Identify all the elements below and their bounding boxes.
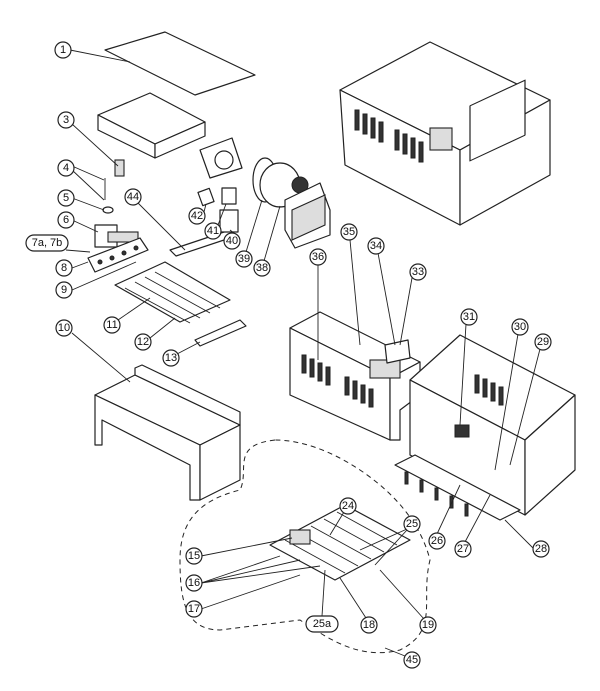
svg-text:13: 13 xyxy=(165,352,177,364)
assembled-heater-part xyxy=(339,41,551,226)
callout-39: 39 xyxy=(235,250,253,268)
callout-28: 28 xyxy=(532,540,550,558)
svg-text:36: 36 xyxy=(312,251,324,263)
svg-text:17: 17 xyxy=(188,603,200,615)
callout-4: 4 xyxy=(57,159,75,177)
svg-text:41: 41 xyxy=(207,225,219,237)
callout-31: 31 xyxy=(460,308,478,326)
callout-19: 19 xyxy=(419,616,437,634)
svg-text:6: 6 xyxy=(63,214,69,226)
callout-5: 5 xyxy=(57,189,75,207)
callout-16: 16 xyxy=(185,574,203,592)
svg-text:9: 9 xyxy=(61,284,67,296)
callout-41: 41 xyxy=(204,222,222,240)
callout-7a-7b: 7a, 7b xyxy=(25,234,69,252)
callout-30: 30 xyxy=(511,318,529,336)
gas-valve-parts xyxy=(87,159,149,273)
callout-25: 25 xyxy=(403,515,421,533)
callout-33: 33 xyxy=(409,263,427,281)
svg-text:44: 44 xyxy=(127,191,139,203)
svg-text:3: 3 xyxy=(63,114,69,126)
callout-9: 9 xyxy=(55,281,73,299)
cabinet-part xyxy=(394,334,576,521)
svg-text:16: 16 xyxy=(188,577,200,589)
callout-3: 3 xyxy=(57,111,75,129)
svg-text:24: 24 xyxy=(342,500,354,512)
callout-10: 10 xyxy=(55,319,73,337)
flue-collector-part xyxy=(97,92,243,179)
callout-45: 45 xyxy=(403,651,421,669)
callout-8: 8 xyxy=(55,259,73,277)
svg-text:4: 4 xyxy=(63,162,69,174)
callout-29: 29 xyxy=(534,333,552,351)
svg-text:1: 1 xyxy=(60,44,66,56)
svg-text:19: 19 xyxy=(422,619,434,631)
svg-text:29: 29 xyxy=(537,336,549,348)
svg-text:25: 25 xyxy=(406,518,418,530)
svg-text:28: 28 xyxy=(535,543,547,555)
callout-26: 26 xyxy=(428,532,446,550)
callout-11: 11 xyxy=(103,316,121,334)
svg-text:31: 31 xyxy=(463,311,475,323)
blower-parts xyxy=(197,157,331,249)
callout-40: 40 xyxy=(223,232,241,250)
callout-15: 15 xyxy=(185,547,203,565)
svg-text:35: 35 xyxy=(343,226,355,238)
svg-text:39: 39 xyxy=(238,253,250,265)
burner-tray-part xyxy=(269,504,411,581)
callout-24: 24 xyxy=(339,497,357,515)
svg-text:8: 8 xyxy=(61,262,67,274)
top-panel-part xyxy=(104,31,256,96)
svg-text:27: 27 xyxy=(457,543,469,555)
combustion-chamber-part xyxy=(94,364,241,501)
svg-text:25a: 25a xyxy=(313,618,332,630)
callout-27: 27 xyxy=(454,540,472,558)
svg-text:45: 45 xyxy=(406,654,418,666)
callout-25a: 25a xyxy=(305,615,339,633)
callout-34: 34 xyxy=(367,237,385,255)
svg-text:12: 12 xyxy=(137,336,149,348)
svg-text:7a, 7b: 7a, 7b xyxy=(32,237,63,249)
callout-35: 35 xyxy=(340,223,358,241)
svg-text:18: 18 xyxy=(363,619,375,631)
burner-tray-boundary xyxy=(179,439,431,654)
svg-text:38: 38 xyxy=(256,262,268,274)
svg-text:34: 34 xyxy=(370,240,382,252)
svg-text:40: 40 xyxy=(226,235,238,247)
callout-18: 18 xyxy=(360,616,378,634)
callout-44: 44 xyxy=(124,188,142,206)
svg-text:33: 33 xyxy=(412,266,424,278)
callout-1: 1 xyxy=(54,41,72,59)
callout-17: 17 xyxy=(185,600,203,618)
callout-36: 36 xyxy=(309,248,327,266)
callout-13: 13 xyxy=(162,349,180,367)
front-panel-part xyxy=(289,311,421,441)
heat-exchanger-part xyxy=(114,229,247,347)
svg-text:11: 11 xyxy=(106,319,117,331)
callout-42: 42 xyxy=(188,207,206,225)
callout-6: 6 xyxy=(57,211,75,229)
svg-text:5: 5 xyxy=(63,192,69,204)
svg-text:15: 15 xyxy=(188,550,200,562)
svg-text:26: 26 xyxy=(431,535,443,547)
callout-12: 12 xyxy=(134,333,152,351)
svg-text:30: 30 xyxy=(514,321,526,333)
leader-lines xyxy=(65,49,541,657)
callout-38: 38 xyxy=(253,259,271,277)
svg-text:10: 10 xyxy=(58,322,70,334)
svg-text:42: 42 xyxy=(191,210,203,222)
